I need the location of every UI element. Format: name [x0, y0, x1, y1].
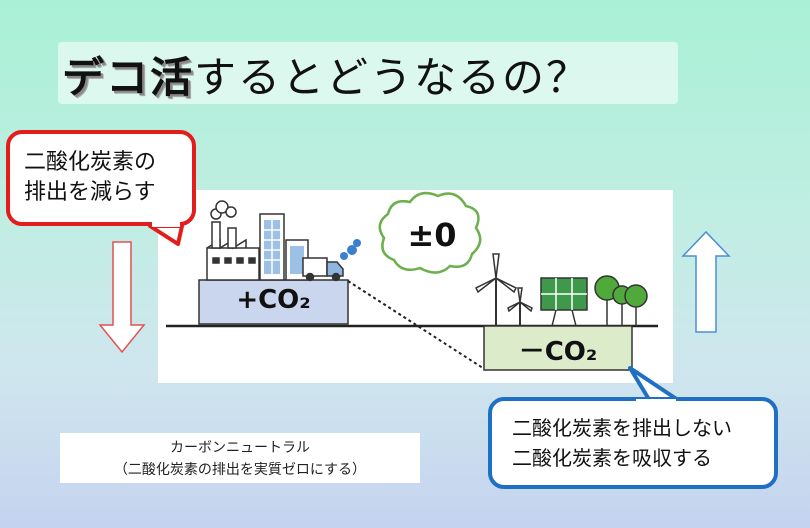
callout-no-emissions: 二酸化炭素を排出しない 二酸化炭素を吸収する	[488, 397, 778, 489]
callout-left-line1: 二酸化炭素の	[24, 150, 157, 175]
solar-panel-icon	[540, 277, 588, 327]
balance-label: ±0	[407, 216, 457, 254]
plus-co2-label: +CO₂	[236, 285, 311, 315]
note-line1: カーボンニュートラル	[170, 440, 310, 456]
factory-icon	[206, 200, 260, 281]
callout-reduce-emissions: 二酸化炭素の 排出を減らす	[6, 130, 196, 226]
building-icon	[259, 213, 285, 281]
callout-left-tail	[148, 224, 184, 246]
carbon-neutral-note: カーボンニュートラル （二酸化炭素の排出を実質ゼロにする）	[60, 433, 420, 483]
callout-right-line1: 二酸化炭素を排出しない	[512, 416, 732, 440]
cloud-icon	[378, 191, 482, 274]
page-title: デコ活するとどうなるの？	[62, 44, 590, 105]
plus-co2-box	[198, 279, 349, 325]
title-background	[58, 42, 678, 104]
trees-icon	[594, 275, 648, 326]
down-arrow-icon	[98, 241, 146, 354]
callout-right-line2: 二酸化炭素を吸収する	[512, 446, 712, 470]
callout-right-tail-patch	[636, 399, 676, 404]
title-bold: デコ活	[62, 53, 195, 102]
callout-left-line2: 排出を減らす	[24, 180, 156, 205]
minus-co2-box	[483, 325, 633, 371]
title-rest: するとどうなるの？	[194, 53, 591, 102]
up-arrow-icon	[681, 230, 731, 333]
wind-turbine-icon	[474, 253, 533, 326]
callout-left-tail-patch	[152, 222, 180, 227]
minus-co2-label: －CO₂	[518, 337, 598, 367]
truck-icon	[302, 239, 361, 282]
note-line2: （二酸化炭素の排出を実質ゼロにする）	[113, 462, 367, 478]
